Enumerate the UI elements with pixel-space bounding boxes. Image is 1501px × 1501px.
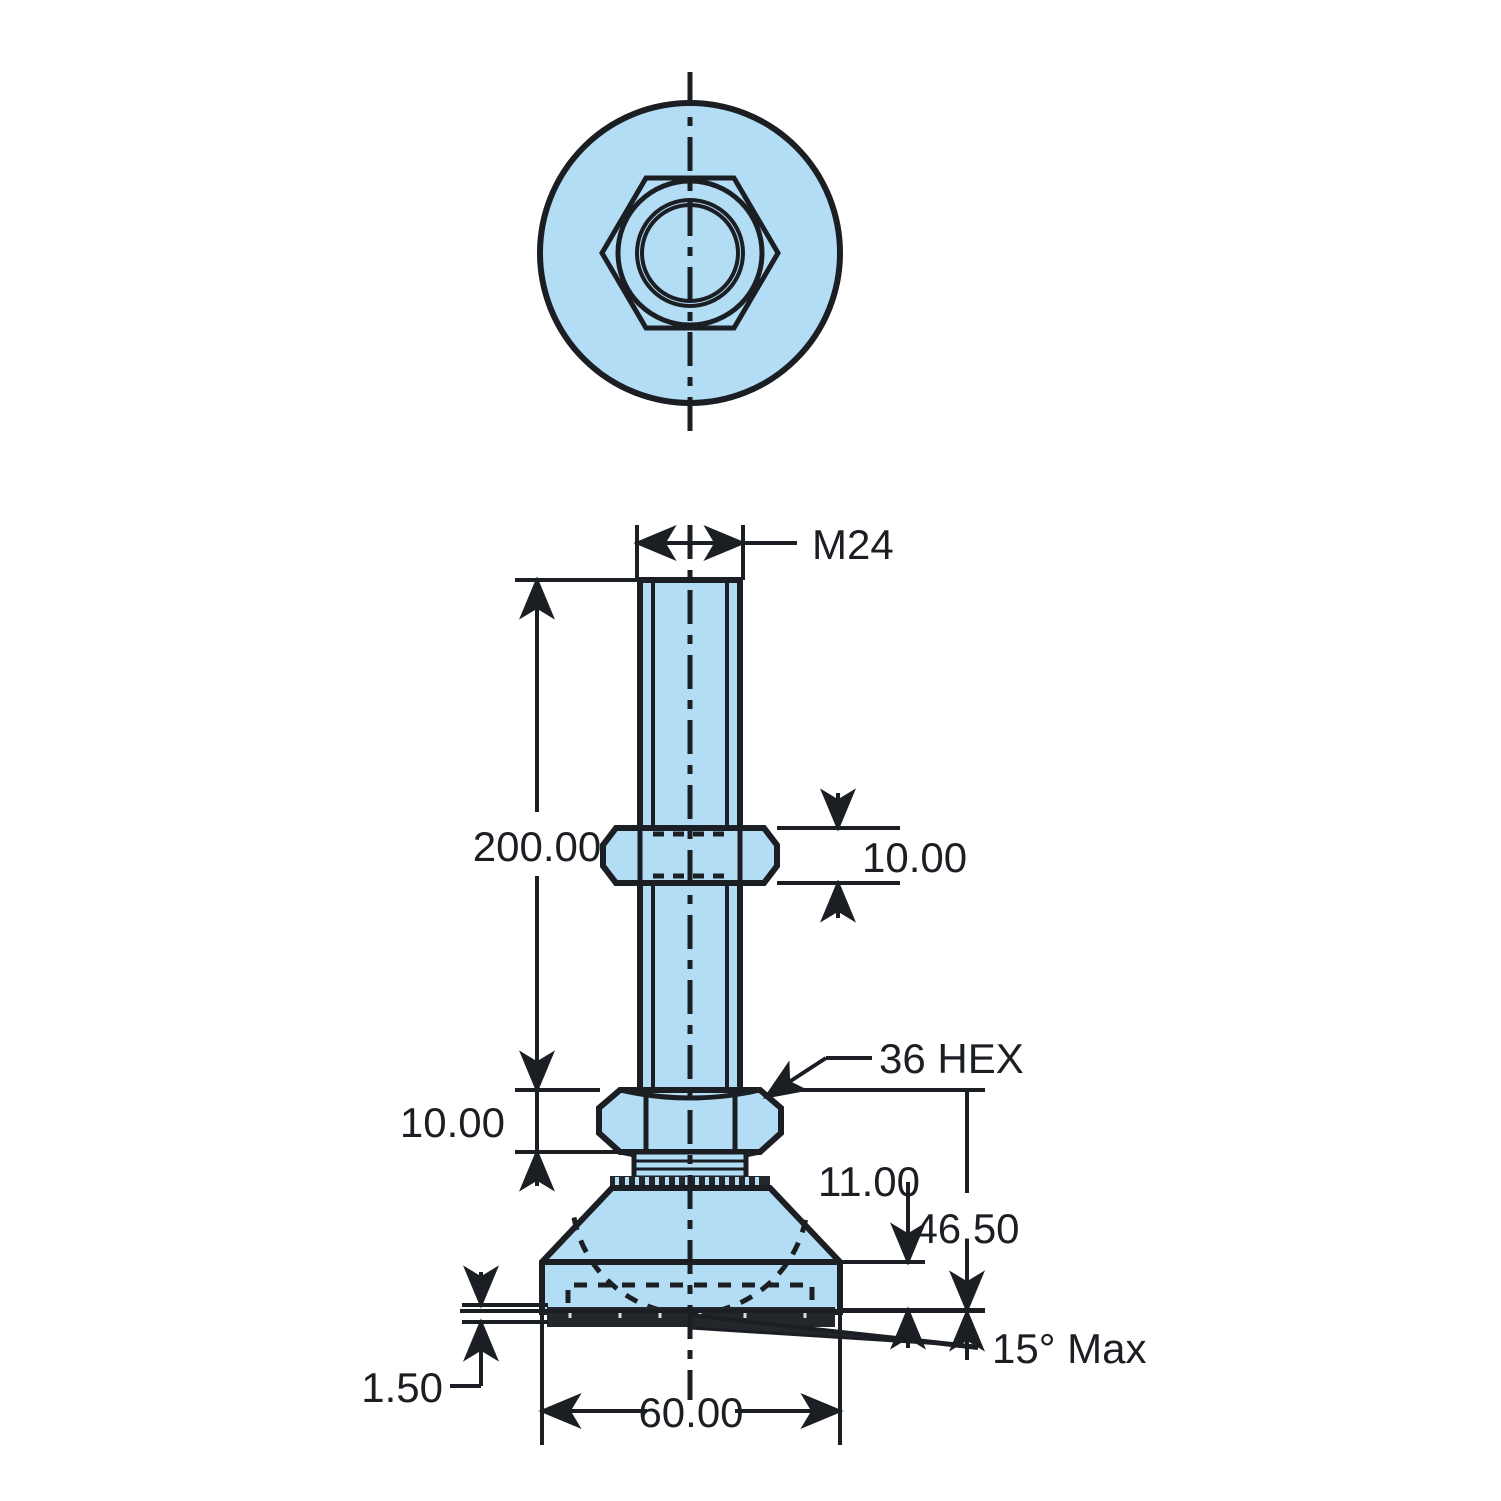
foot-height-label: 46.50 [914,1205,1019,1252]
top-view [537,72,843,437]
top-view-thread-outer-circle [615,178,765,328]
swivel-neck-body [631,1149,749,1181]
base-diameter-label: 60.00 [638,1389,743,1436]
pad-thickness-label: 1.50 [361,1364,443,1411]
top-view-thread-mid-circle [635,198,745,308]
m24-label: M24 [812,521,894,568]
upper-nut-label: 10.00 [862,834,967,881]
dimension-m24: M24 [633,521,894,580]
dimension-upper-nut: 10.00 [777,788,967,923]
tilt-label: 15° Max [992,1325,1147,1372]
hex-leader-slant [762,1056,828,1099]
dimension-base-height: 11.00 [818,1158,985,1350]
base-plate-hidden-recess [565,1282,815,1303]
dimension-pad-thickness: 1.50 [361,1265,548,1411]
front-view [539,525,976,1400]
dimension-foot-height: 46.50 [781,1088,1020,1360]
dimension-lower-nut: 10.00 [400,1088,620,1192]
tilt-slope-line [689,1313,979,1350]
top-view-hex-nut-outline [599,175,781,331]
lower-nut-label: 10.00 [400,1099,505,1146]
stud-length-label: 200.00 [473,823,601,870]
base-height-label: 11.00 [818,1158,920,1205]
swivel-neck [631,1149,749,1181]
dimension-tilt-angle: 15° Max [460,1309,1147,1372]
dimension-base-diameter: 60.00 [538,1312,844,1445]
dimension-hex-note: 36 HEX [762,1035,1024,1099]
hex-label: 36 HEX [879,1035,1024,1082]
